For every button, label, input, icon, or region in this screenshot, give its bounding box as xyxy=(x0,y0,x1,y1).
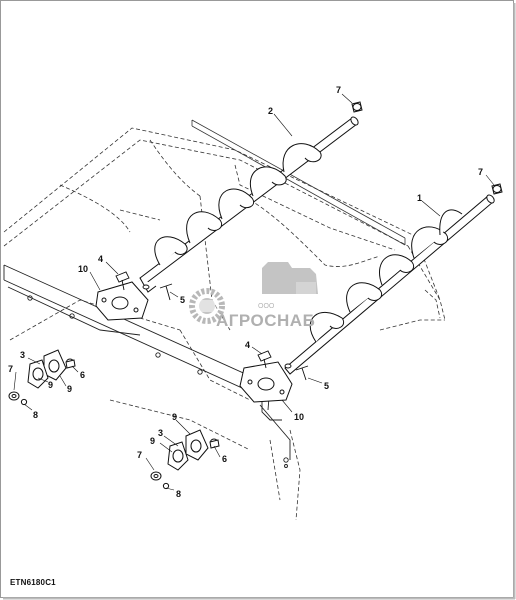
bearing-plate-lower xyxy=(239,361,293,403)
callout-2: 2 xyxy=(268,106,273,116)
auger-lower xyxy=(284,194,495,375)
watermark-company-name: АГРОСНАБ xyxy=(216,311,315,330)
callout-10-upper: 10 xyxy=(78,264,88,274)
callout-8-right: 8 xyxy=(176,489,181,499)
leader-lines xyxy=(13,93,495,491)
callout-1: 1 xyxy=(417,193,422,203)
wheel-logo-icon xyxy=(189,288,225,324)
callout-9-right-b: 9 xyxy=(150,436,155,446)
bearing-plate-upper xyxy=(95,281,149,321)
callout-3-left: 3 xyxy=(20,350,25,360)
callout-10-lower: 10 xyxy=(294,412,304,422)
callout-5-lower: 5 xyxy=(324,381,329,391)
figure-id: ETN6180C1 xyxy=(10,578,56,587)
callout-6-left: 6 xyxy=(80,370,85,380)
callout-8-left: 8 xyxy=(33,410,38,420)
bearing-stack-left xyxy=(8,349,76,406)
bolts xyxy=(115,271,309,381)
callout-9-right-a: 9 xyxy=(172,412,177,422)
callout-6-right: 6 xyxy=(222,454,227,464)
callout-7-left: 7 xyxy=(8,364,13,374)
upper-rails xyxy=(191,119,406,246)
callout-5-upper: 5 xyxy=(180,295,185,305)
callout-4-lower: 4 xyxy=(245,340,250,350)
company-watermark: ООО АГРОСНАБ xyxy=(189,262,318,330)
callout-4-upper: 4 xyxy=(98,254,103,264)
watermark-company-prefix: ООО xyxy=(258,303,275,310)
bearing-stack-right xyxy=(150,429,220,490)
callout-9-left-b: 9 xyxy=(67,384,72,394)
auger-upper xyxy=(139,116,359,293)
callout-9-left-a: 9 xyxy=(48,380,53,390)
combine-logo-icon xyxy=(262,262,318,294)
callout-7-right: 7 xyxy=(478,167,483,177)
callout-7-top: 7 xyxy=(336,85,341,95)
callout-3-right: 3 xyxy=(158,428,163,438)
end-caps xyxy=(351,101,503,195)
callout-7-bottom: 7 xyxy=(137,450,142,460)
